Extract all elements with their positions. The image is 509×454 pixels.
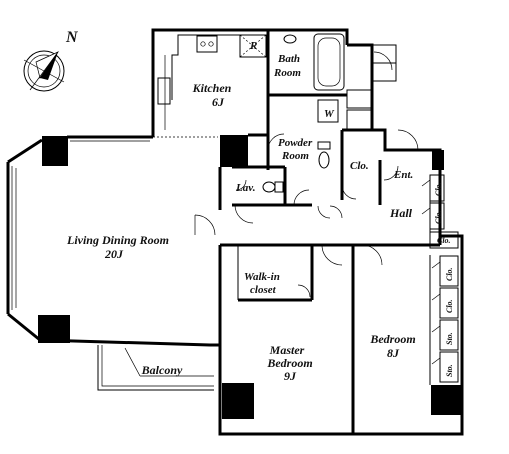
master-label-line2: Bedroom: [266, 356, 312, 370]
storage-closets: [429, 174, 459, 383]
powder-label-line2: Room: [281, 150, 309, 162]
kitchen-fixtures: [153, 34, 268, 138]
lav-label: Lav.: [235, 182, 255, 194]
storage-label: Clo.: [445, 267, 454, 281]
storage-label: Sto.: [445, 364, 454, 377]
balcony-outline: [97, 345, 214, 391]
column: [42, 136, 68, 166]
closet-door-ticks: [421, 179, 441, 365]
bath-label-line2: Room: [273, 67, 301, 79]
storage-label: Clo.: [437, 236, 451, 245]
compass-icon: [23, 50, 65, 92]
hall-label: Hall: [389, 206, 413, 220]
storage-label: Clo.: [434, 210, 443, 224]
column: [222, 383, 254, 419]
washer-icon: [317, 99, 339, 123]
master-label-line1: Master: [269, 343, 305, 357]
column: [220, 135, 248, 167]
kitchen-label: Kitchen: [192, 81, 232, 95]
living-room-size: 20J: [104, 247, 124, 261]
bedroom-label: Bedroom: [369, 332, 415, 346]
powder-label-line1: Powder: [278, 137, 313, 149]
column: [431, 385, 461, 415]
column: [38, 315, 70, 343]
living-room-window: [11, 140, 150, 310]
bedroom-size: 8J: [387, 346, 400, 360]
master-size: 9J: [284, 369, 297, 383]
outer-walls: [6, 28, 464, 436]
column: [432, 150, 444, 170]
living-room-label: Living Dining Room: [66, 233, 169, 247]
bath-label-line1: Bath: [277, 53, 300, 65]
bath-fixtures: [283, 33, 345, 91]
fridge-label: R: [249, 40, 257, 52]
closet-label: Clo.: [350, 160, 369, 172]
storage-label: Clo.: [434, 182, 443, 196]
walkin-label-line1: Walk-in: [244, 271, 280, 283]
interior-walls: [218, 30, 442, 434]
compass-north-label: N: [65, 29, 79, 46]
storage-label: Clo.: [445, 299, 454, 313]
washer-label: W: [324, 108, 335, 120]
walkin-label-line2: closet: [250, 284, 277, 296]
doors: [194, 51, 419, 298]
storage-label: Sto.: [445, 332, 454, 345]
lav-toilet-icon: [262, 181, 284, 193]
entrance-label: Ent.: [393, 169, 413, 181]
balcony-label: Balcony: [141, 363, 183, 377]
powder-fixtures: [317, 141, 331, 169]
kitchen-size: 6J: [212, 95, 225, 109]
